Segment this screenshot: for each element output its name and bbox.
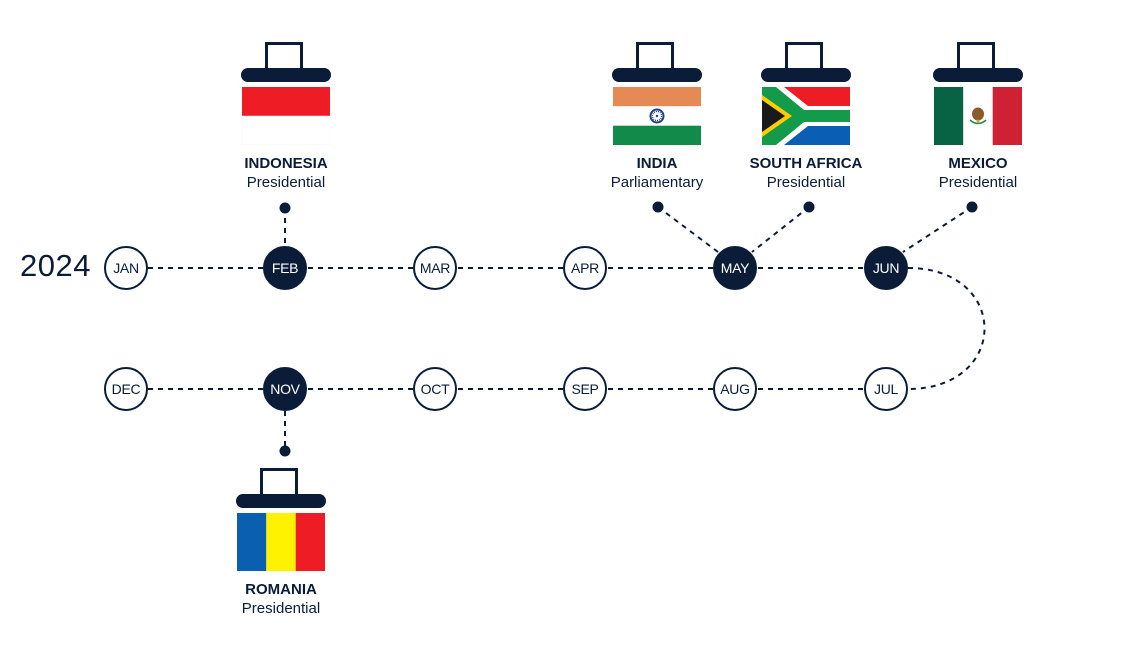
month-nov: NOV [263,367,307,411]
election-card-romania: ROMANIA Presidential [201,468,361,619]
country-name: INDIA [636,155,678,172]
indonesia-flag-icon [242,87,330,145]
election-type: Presidential [938,174,1018,191]
month-jun: JUN [864,246,908,290]
month-sep: SEP [563,367,607,411]
south-africa-flag-icon [762,87,850,145]
election-type: Presidential [766,174,846,191]
country-name: INDONESIA [244,155,328,172]
mexico-flag-icon [934,87,1022,145]
month-mar: MAR [413,246,457,290]
month-feb: FEB [263,246,307,290]
election-card-mexico: MEXICO Presidential [898,42,1058,193]
country-name: ROMANIA [245,581,317,598]
month-dec: DEC [104,367,148,411]
month-jan: JAN [104,246,148,290]
month-aug: AUG [713,367,757,411]
connector-dot [803,201,815,213]
ballot-box-icon [612,42,702,82]
country-name: MEXICO [948,155,1008,172]
election-type: Parliamentary [610,174,704,191]
ballot-box-icon [241,42,331,82]
month-apr: APR [563,246,607,290]
election-type: Presidential [241,600,321,617]
election-card-south-africa: SOUTH AFRICA Presidential [726,42,886,193]
connector-dot [279,202,291,214]
connector-dot [966,201,978,213]
ballot-box-icon [761,42,851,82]
country-name: SOUTH AFRICA [749,155,863,172]
month-oct: OCT [413,367,457,411]
election-card-indonesia: INDONESIA Presidential [206,42,366,193]
connector-dot [652,201,664,213]
romania-flag-icon [237,513,325,571]
connector-dot [279,445,291,457]
ballot-box-icon [933,42,1023,82]
month-may: MAY [713,246,757,290]
year-label: 2024 [20,248,91,283]
election-type: Presidential [246,174,326,191]
ballot-box-icon [236,468,326,508]
month-jul: JUL [864,367,908,411]
india-flag-icon [613,87,701,145]
election-card-india: INDIA Parliamentary [577,42,737,193]
